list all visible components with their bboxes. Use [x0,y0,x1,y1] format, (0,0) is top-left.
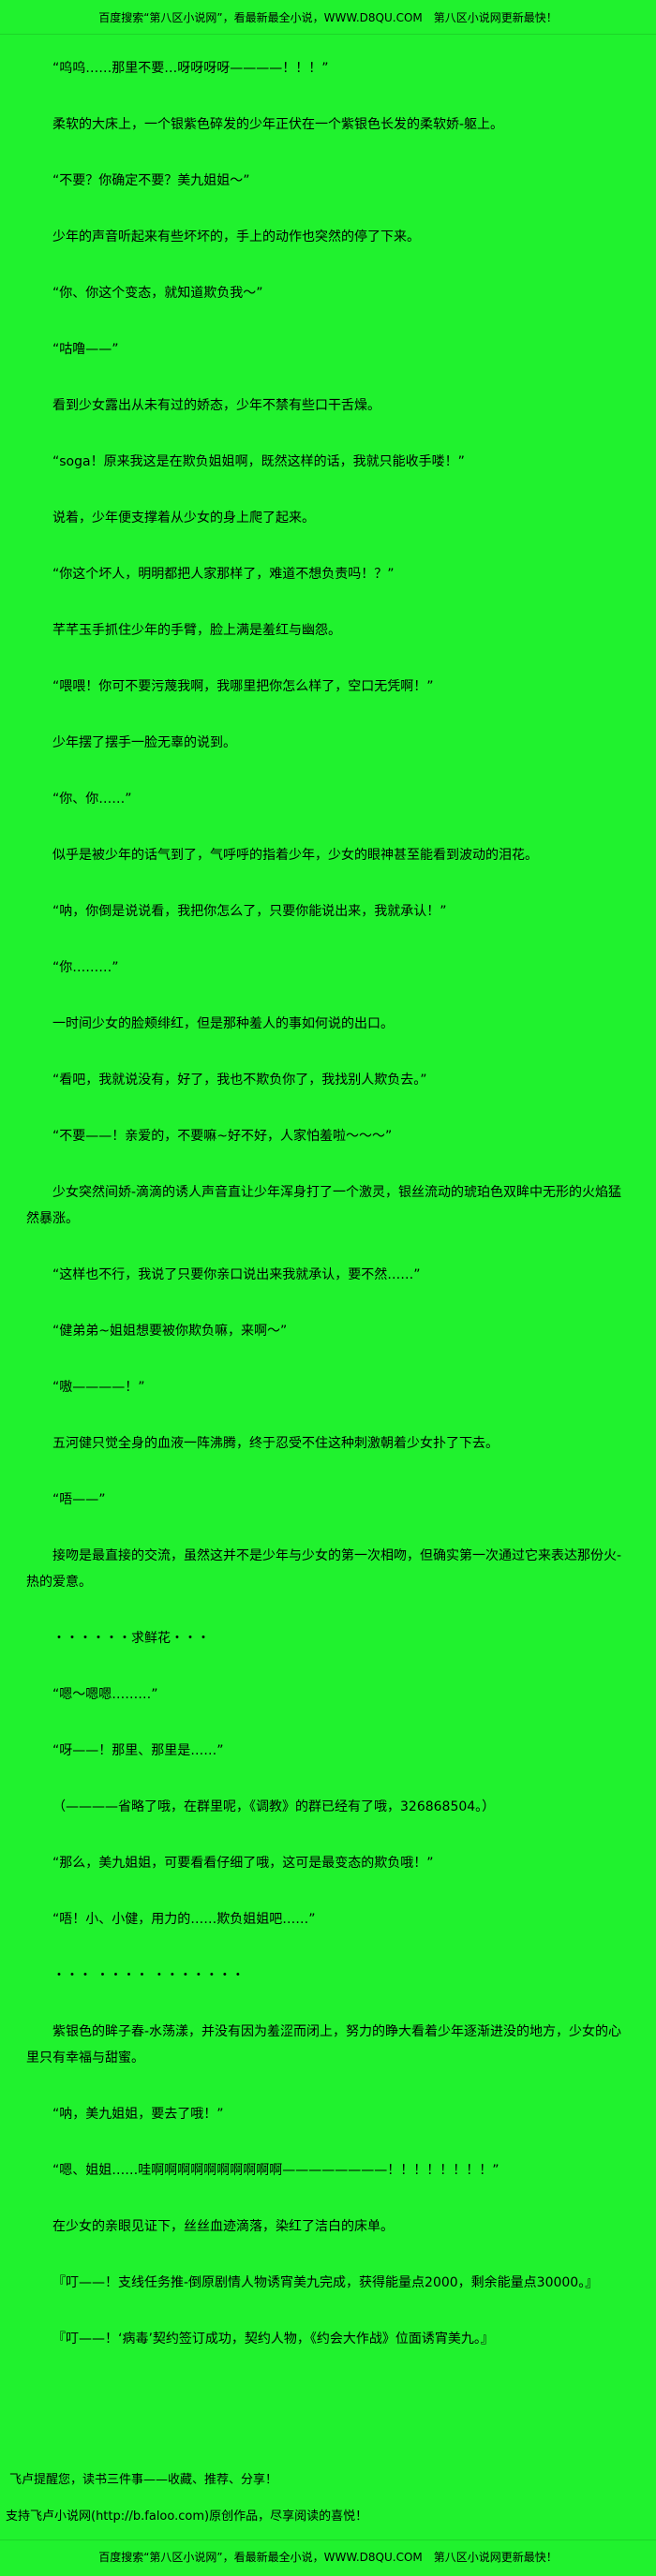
novel-paragraph: 看到少女露出从未有过的娇态，少年不禁有些口干舌燥。 [52,398,380,413]
novel-paragraph: “喂喂！你可不要污蔑我啊，我哪里把你怎么样了，空口无凭啊！” [52,679,434,694]
novel-paragraph: 似乎是被少年的话气到了，气呼呼的指着少年，少女的眼神甚至能看到波动的泪花。 [52,848,538,863]
novel-paragraph: 柔软的大床上，一个银紫色碎发的少年正伏在一个紫银色长发的柔软娇-躯上。 [52,117,504,132]
novel-paragraph: “咕噜——” [52,342,119,357]
novel-paragraph: “你、你这个变态，就知道欺负我～” [52,286,263,301]
top-site-banner: 百度搜索“第八区小说网”，看最新最全小说，WWW.D8QU.COM 第八区小说网… [0,0,656,35]
novel-paragraph: “呜呜……那里不要…呀呀呀呀————！！！” [52,61,329,76]
novel-paragraph: 少年摆了摆手一脸无辜的说到。 [52,735,236,750]
page-footer: 飞卢提醒您，读书三件事——收藏、推荐、分享！ 支持飞卢小说网(http://b.… [0,2472,656,2576]
novel-paragraph: “嗯～嗯嗯………” [52,1687,158,1702]
system-message: 『叮——！支线任务推-倒原剧情人物诱宵美九完成，获得能量点2000，剩余能量点3… [52,2275,599,2290]
novel-paragraph: “呐，美九姐姐，要去了哦！” [52,2107,224,2122]
novel-paragraph: 少年的声音听起来有些坏坏的，手上的动作也突然的停了下来。 [52,229,420,244]
system-message: 『叮——！‘病毒’契约签订成功，契约人物，《约会大作战》位面诱宵美九。』 [52,2332,494,2347]
scene-break-dots: ・・・ ・・・・ ・・・・・・・ [52,1968,245,1983]
novel-paragraph: “你………” [52,960,119,975]
novel-paragraph: “不要？你确定不要？美九姐姐～” [52,173,250,188]
novel-paragraph: 芊芊玉手抓住少年的手臂，脸上满是羞红与幽怨。 [52,623,341,638]
reading-tip: 飞卢提醒您，读书三件事——收藏、推荐、分享！ [9,2473,278,2487]
novel-paragraph: 在少女的亲眼见证下，丝丝血迹滴落，染红了洁白的床单。 [52,2219,394,2234]
novel-paragraph: “嗷————！” [52,1380,145,1395]
novel-paragraph: “呐，你倒是说说看，我把你怎么了，只要你能说出来，我就承认！” [52,904,447,919]
novel-paragraph: “你、你……” [52,792,132,807]
bottom-site-banner: 百度搜索“第八区小说网”，看最新最全小说，WWW.D8QU.COM 第八区小说网… [0,2539,656,2576]
novel-paragraph: “唔！小、小健，用力的……欺负姐姐吧……” [52,1912,316,1927]
novel-paragraph: 接吻是最直接的交流，虽然这并不是少年与少女的第一次相吻，但确实第一次通过它来表达… [26,1548,622,1590]
novel-paragraph: “不要——！亲爱的，不要嘛~好不好，人家怕羞啦～～～” [52,1129,393,1144]
novel-paragraph: 说着，少年便支撑着从少女的身上爬了起来。 [52,511,315,526]
author-note-group: （————省略了哦，在群里呢，《调教》的群已经有了哦，326868504。） [52,1799,496,1814]
novel-paragraph: “这样也不行，我说了只要你亲口说出来我就承认，要不然……” [52,1267,421,1282]
novel-paragraph: “呀——！那里、那里是……” [52,1743,224,1758]
faloo-support-line: 支持飞卢小说网(http://b.faloo.com)原创作品，尽享阅读的喜悦！ [6,2509,368,2524]
novel-paragraph: “那么，美九姐姐，可要看看仔细了哦，这可是最变态的欺负哦！” [52,1856,434,1871]
novel-paragraph: 五河健只觉全身的血液一阵沸腾，终于忍受不住这种刺激朝着少女扑了下去。 [52,1436,499,1451]
novel-paragraph: “唔——” [52,1492,106,1507]
novel-paragraph: 紫银色的眸子春-水荡漾，并没有因为羞涩而闭上，努力的睁大看着少年逐渐进没的地方，… [26,2024,622,2065]
novel-paragraph: “你这个坏人，明明都把人家那样了，难道不想负责吗！？” [52,567,395,582]
novel-paragraph: “嗯、姐姐……哇啊啊啊啊啊啊啊啊啊啊————————！！！！！！！！” [52,2163,499,2178]
novel-paragraph: “soga！原来我这是在欺负姐姐啊，既然这样的话，我就只能收手喽！” [52,454,465,469]
chapter-content: “呜呜……那里不要…呀呀呀呀————！！！” 柔软的大床上，一个银紫色碎发的少年… [0,35,656,2352]
novel-paragraph: 少女突然间娇-滴滴的诱人声音直让少年浑身打了一个激灵，银丝流动的琥珀色双眸中无形… [26,1185,622,1226]
novel-paragraph: “看吧，我就说没有，好了，我也不欺负你了，我找别人欺负去。” [52,1073,427,1088]
author-note-flowers: ・・・・・・求鲜花・・・ [52,1631,210,1646]
novel-paragraph: 一时间少女的脸颊绯红，但是那种羞人的事如何说的出口。 [52,1016,394,1031]
novel-paragraph: “健弟弟~姐姐想要被你欺负嘛，来啊～” [52,1324,288,1339]
